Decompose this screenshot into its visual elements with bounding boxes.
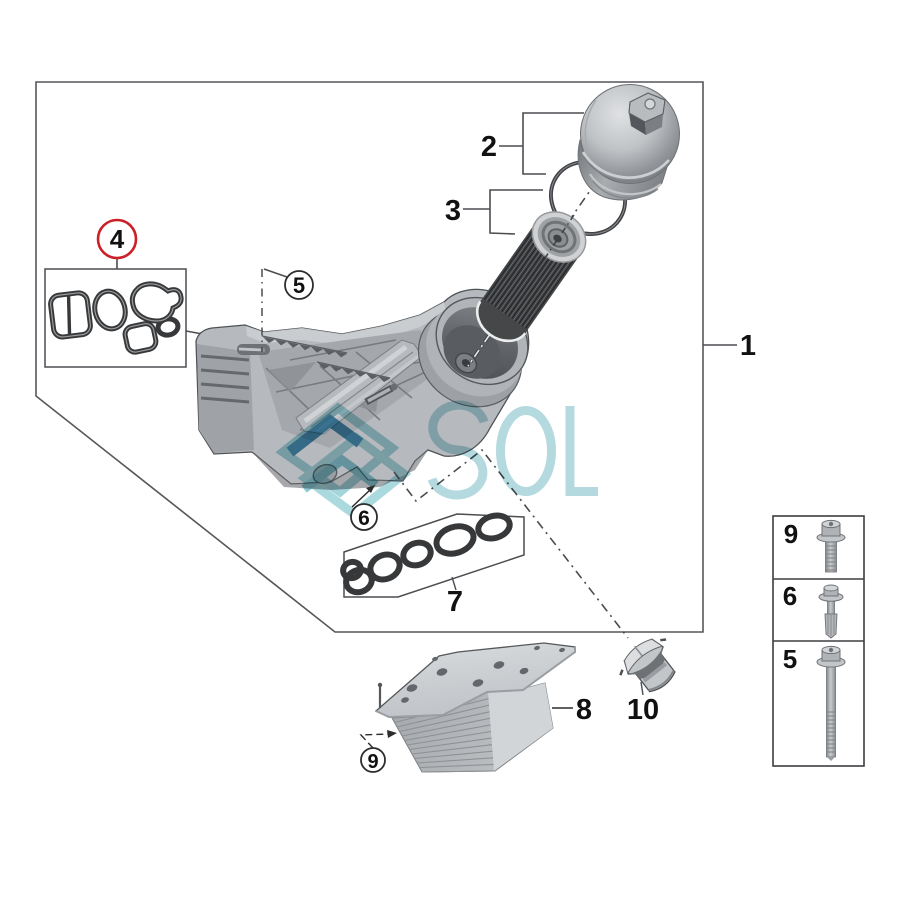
svg-text:3: 3 bbox=[445, 195, 461, 227]
svg-text:6: 6 bbox=[358, 507, 370, 530]
svg-text:10: 10 bbox=[627, 694, 659, 726]
svg-text:9: 9 bbox=[367, 751, 378, 773]
svg-text:4: 4 bbox=[110, 224, 125, 254]
svg-text:8: 8 bbox=[576, 694, 592, 726]
svg-text:5: 5 bbox=[293, 273, 305, 298]
svg-text:5: 5 bbox=[783, 644, 797, 674]
svg-text:2: 2 bbox=[481, 131, 497, 163]
svg-text:7: 7 bbox=[447, 586, 463, 618]
svg-text:9: 9 bbox=[784, 519, 798, 549]
svg-text:6: 6 bbox=[783, 581, 797, 611]
svg-text:1: 1 bbox=[740, 330, 756, 362]
